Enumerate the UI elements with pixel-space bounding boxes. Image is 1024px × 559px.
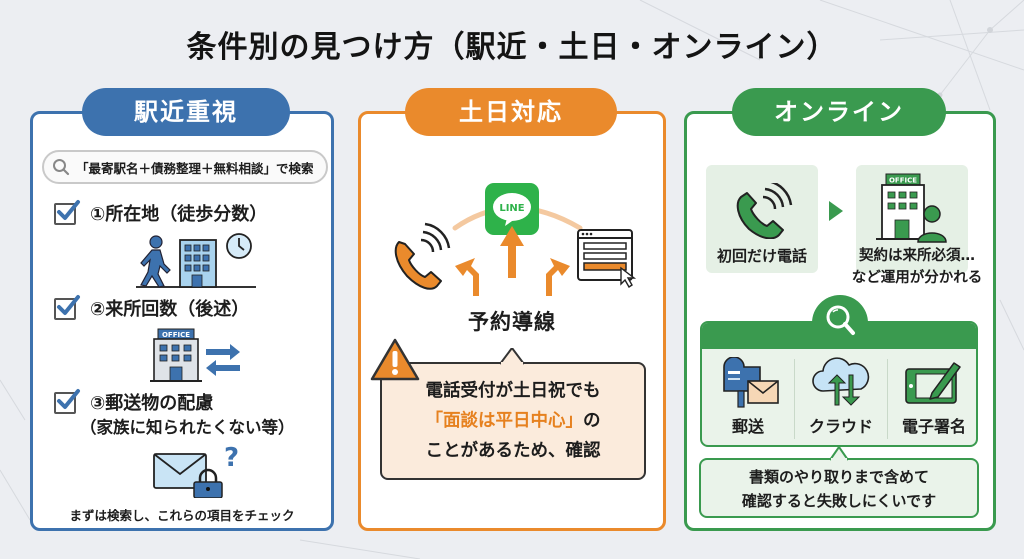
line-icon: LINE [485,183,539,235]
flow-step-office-label-2: など運用が分かれる [851,270,983,286]
warning-icon [370,338,420,381]
divider [794,359,795,439]
flow-arrow-icon [829,201,843,221]
checklist-item-label: ①所在地（徒歩分数） [90,204,268,225]
divider [887,359,888,439]
search-bar[interactable]: 「最寄駅名＋債務整理＋無料相談」で検索 [42,150,328,184]
page-title: 条件別の見つけ方（駅近・土日・オンライン） [186,30,838,65]
svg-text:?: ? [224,443,239,473]
flow-step-phone [706,165,818,273]
warning-line-1: 電話受付が土日祝でも [425,381,601,401]
checklist-item-visits: ②来所回数（後述） [54,295,250,322]
checkbox-checked-icon [54,389,80,414]
reservation-channels-diagram: LINE [394,183,637,296]
web-form-icon [577,229,637,288]
walking-building-clock-icon [136,233,256,288]
tip-line-1: 書類のやり取りまで含めて [748,468,929,486]
arrows-icon [455,226,570,296]
search-icon [53,159,70,176]
search-icon [812,295,868,349]
panel-station-header: 駅近重視 [82,88,290,136]
search-query: 「最寄駅名＋債務整理＋無料相談」で検索 [76,160,314,176]
method-esign-label: 電子署名 [901,417,966,436]
checkbox-checked-icon [54,295,80,320]
online-tip-bubble: 書類のやり取りまで含めて 確認すると失敗しにくいです [699,447,979,518]
office-sign: OFFICE [162,331,190,339]
tip-line-2: 確認すると失敗しにくいです [741,492,937,510]
method-cloud-label: クラウド [808,417,873,436]
warning-highlight: 「面談は平日中心」 [425,411,584,431]
method-mail: 郵送 [702,349,794,445]
panel-online-header: オンライン [732,88,946,136]
warning-bubble: 電話受付が土日祝でも 「面談は平日中心」の ことがあるため、確認 [380,348,646,480]
checkbox-checked-icon [54,200,80,225]
warning-line-2: の [583,411,601,431]
cloud-sync-icon [812,357,870,406]
flow-step-office-label: 契約は来所必須… など運用が分かれる [842,245,992,289]
line-logo-text: LINE [499,203,524,214]
envelope-lock-icon: ? [153,443,239,498]
phone-icon [736,183,793,239]
station-footer-note: まずは検索し、これらの項目をチェック [69,508,295,523]
checklist-item-sublabel: （家族に知られたくない等） [80,418,295,437]
office-sign: OFFICE [889,177,917,185]
mailbox-icon [723,357,779,408]
flow-step-phone-label: 初回だけ電話 [716,247,807,265]
checklist-item-label: ②来所回数（後述） [90,299,250,320]
checklist-item-mail: ③郵送物の配慮 （家族に知られたくない等） [54,389,295,440]
method-mail-label: 郵送 [731,417,764,436]
method-esign: 電子署名 [888,349,976,445]
method-cloud: クラウド [795,349,887,445]
flow-step-office-label-1: 契約は来所必須… [859,248,975,264]
office-person-icon: OFFICE [876,173,947,243]
office-arrows-icon: OFFICE [150,328,240,382]
checklist-item-location: ①所在地（徒歩分数） [54,200,268,227]
reservation-flow-label: 予約導線 [468,310,556,334]
panel-weekend-header: 土日対応 [405,88,617,136]
tablet-pen-icon [905,362,961,404]
phone-icon [394,222,451,290]
checklist-item-label: ③郵送物の配慮 [90,393,214,414]
warning-line-3: ことがあるため、確認 [425,441,601,461]
